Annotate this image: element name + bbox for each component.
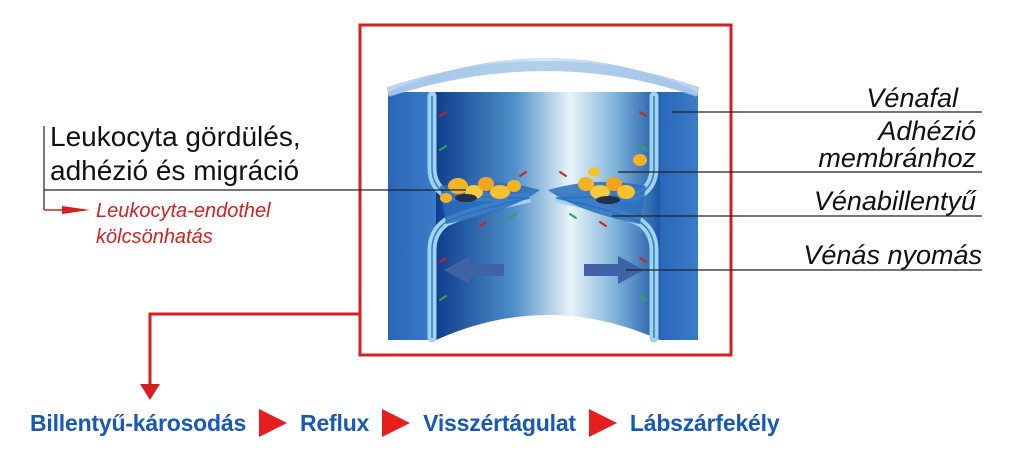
- vein-lumen: [436, 92, 660, 340]
- red-connector-arrowhead: [140, 384, 160, 400]
- valve-leaflet-left: [440, 181, 540, 224]
- chain-arrow-icon: [382, 409, 411, 437]
- red-connector-line: [148, 312, 360, 390]
- red-small-arrow: [62, 206, 90, 214]
- chain-valve-damage: Billentyű-károsodás: [30, 409, 247, 436]
- vein-bottom-opening: [440, 316, 656, 345]
- chain-leg-ulcer: Lábszárfekély: [629, 409, 780, 436]
- leukocyte-cluster-right: [578, 154, 647, 204]
- label-membrane: membránhoz: [818, 143, 976, 173]
- label-venous-pressure: Vénás nyomás: [803, 240, 982, 270]
- chain-arrow-icon: [259, 409, 288, 437]
- consequence-chain: Billentyű-károsodás Reflux Visszértágula…: [30, 403, 780, 443]
- label-adhesion: Adhézió: [878, 116, 976, 146]
- label-valve: Vénabillentyű: [813, 186, 976, 216]
- chain-arrow-icon: [588, 409, 617, 437]
- chain-reflux: Reflux: [300, 409, 370, 436]
- interaction-subtitle-line1: Leukocyta-endothel: [96, 200, 271, 222]
- adhesion-molecules: [439, 111, 647, 301]
- leukocyte-title-line1: Leukocyta gördülés,: [50, 121, 301, 152]
- chain-varicose-veins: Visszértágulat: [423, 409, 576, 436]
- label-vein-wall: Vénafal: [866, 83, 958, 113]
- leukocyte-title-line2: adhézió és migráció: [50, 155, 300, 186]
- pressure-arrow-right: [584, 256, 644, 284]
- pressure-arrow-left: [444, 256, 504, 284]
- interaction-subtitle-line2: kölcsönhatás: [96, 226, 213, 248]
